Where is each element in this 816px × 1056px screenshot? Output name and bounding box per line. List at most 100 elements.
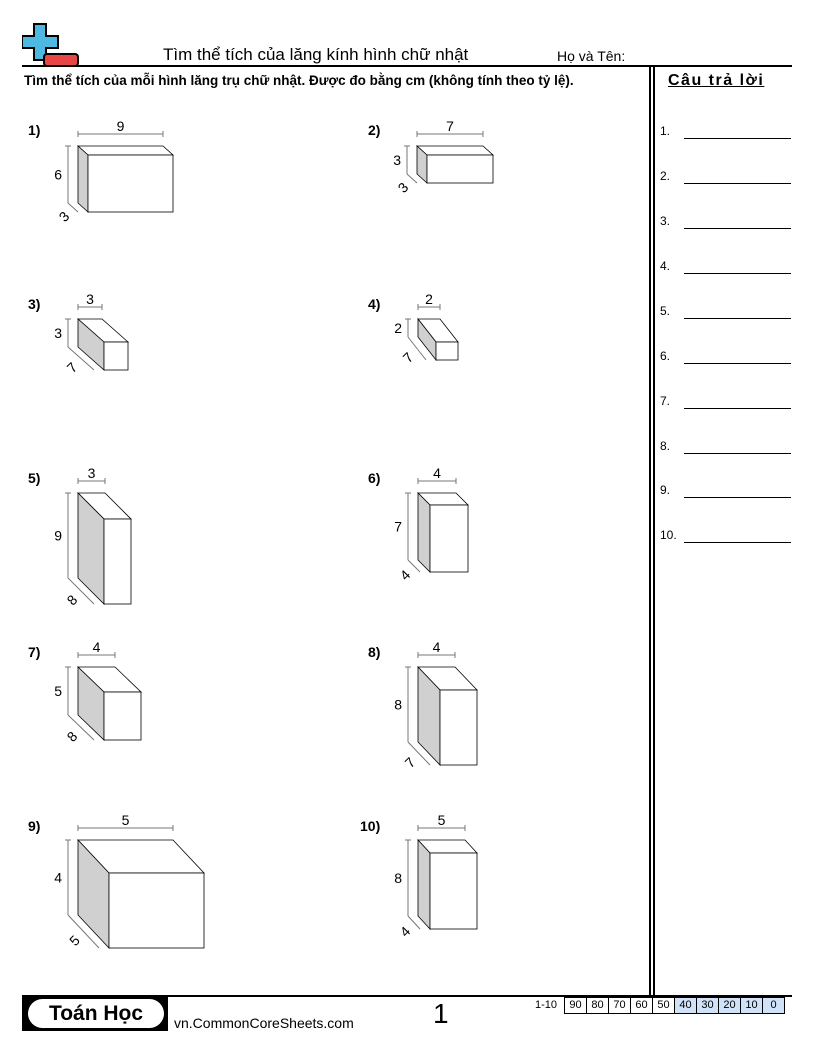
brand-label: Toán Học (28, 999, 164, 1028)
depth-label: 7 (402, 754, 419, 771)
prism-figure: 584 (394, 812, 478, 940)
prism-figure: 458 (54, 639, 142, 745)
prism-top-face (76, 145, 175, 156)
depth-label: 4 (397, 566, 414, 583)
answer-blank[interactable] (684, 542, 791, 543)
problem-number: 1) (28, 122, 41, 138)
header-divider (22, 65, 792, 67)
prism-figure: 398 (54, 465, 132, 608)
answer-number: 8. (660, 439, 671, 453)
width-label: 2 (425, 291, 433, 307)
answer-number: 2. (660, 169, 671, 183)
width-label: 7 (446, 118, 454, 134)
instructions: Tìm thể tích của mỗi hình lăng trụ chữ n… (24, 73, 574, 88)
problem-number: 2) (368, 122, 381, 138)
height-label: 6 (54, 167, 62, 183)
prism-side-face (417, 838, 431, 931)
answer-number: 1. (660, 124, 671, 138)
prism-front-face (103, 518, 132, 605)
problem-number: 4) (368, 296, 381, 312)
answer-number: 9. (660, 483, 671, 497)
answer-number: 10. (660, 528, 677, 542)
depth-dimension-line (407, 336, 427, 361)
problem-number: 10) (360, 818, 381, 834)
depth-label: 5 (66, 932, 83, 949)
footer-divider (22, 995, 792, 997)
problem-number: 5) (28, 470, 41, 486)
prism-front-face (103, 691, 142, 741)
depth-label: 8 (64, 591, 81, 608)
depth-label: 3 (56, 208, 73, 225)
answer-blank[interactable] (684, 183, 791, 184)
problem-number: 3) (28, 296, 41, 312)
width-label: 3 (86, 291, 94, 307)
depth-dimension-line (407, 741, 431, 766)
prism-front-face (435, 341, 459, 361)
score-cell: 0 (763, 998, 784, 1013)
answer-number: 3. (660, 214, 671, 228)
prism-side-face (417, 492, 431, 573)
depth-dimension-line (407, 915, 421, 930)
answer-blank[interactable] (684, 408, 791, 409)
depth-label: 7 (64, 359, 81, 376)
prism-figure: 3 3 7 (54, 291, 130, 376)
depth-dimension-line (407, 559, 421, 573)
width-label: 4 (433, 639, 441, 655)
answer-blank[interactable] (684, 318, 791, 319)
site-link: vn.CommonCoreSheets.com (174, 1015, 354, 1031)
score-cell: 70 (609, 998, 631, 1013)
height-label: 2 (394, 320, 402, 336)
score-cell: 80 (587, 998, 609, 1013)
width-label: 4 (433, 465, 441, 481)
answer-blank[interactable] (684, 228, 791, 229)
page-number: 1 (433, 998, 449, 1029)
problem-number: 7) (28, 644, 41, 660)
prism-front-face (429, 504, 469, 573)
prism-front-face (426, 154, 494, 184)
answer-number: 4. (660, 259, 671, 273)
score-cell: 20 (719, 998, 741, 1013)
depth-label: 7 (400, 349, 417, 366)
prism-figure: 7 3 3 (393, 118, 495, 196)
name-label: Họ và Tên: (557, 48, 626, 64)
width-label: 4 (93, 639, 101, 655)
height-label: 4 (54, 870, 62, 886)
prism-figure: 4 8 7 (394, 639, 478, 771)
prism-front-face (429, 852, 478, 930)
prism-side-face (77, 145, 89, 213)
width-label: 3 (88, 465, 96, 481)
answer-number: 6. (660, 349, 671, 363)
prism-figure: 4 7 4 (394, 465, 469, 583)
height-label: 8 (394, 870, 402, 886)
score-cell: 10 (741, 998, 763, 1013)
answer-blank[interactable] (684, 273, 791, 274)
depth-label: 4 (397, 923, 414, 940)
prism-figure: 2 2 7 (394, 291, 459, 366)
score-cell: 40 (675, 998, 697, 1013)
problem-number: 9) (28, 818, 41, 834)
score-range: 1-10 (535, 999, 558, 1011)
height-label: 3 (54, 325, 62, 341)
prism-figure: 963 (54, 118, 175, 225)
prism-front-face (108, 872, 205, 949)
answer-blank[interactable] (684, 453, 791, 454)
depth-label: 3 (395, 179, 412, 196)
height-label: 8 (394, 697, 402, 713)
answer-number: 7. (660, 394, 671, 408)
prism-front-face (103, 341, 129, 371)
depth-dimension-line (67, 714, 95, 741)
problem-number: 6) (368, 470, 381, 486)
answer-blank[interactable] (684, 497, 791, 498)
height-label: 3 (393, 152, 401, 168)
prism-top-face (415, 145, 495, 156)
answer-blank[interactable] (684, 138, 791, 139)
column-divider (653, 66, 655, 996)
score-cell: 30 (697, 998, 719, 1013)
prism-front-face (439, 689, 478, 766)
height-label: 7 (394, 519, 402, 535)
depth-dimension-line (67, 577, 95, 605)
answer-blank[interactable] (684, 363, 791, 364)
depth-dimension-line (67, 346, 95, 371)
